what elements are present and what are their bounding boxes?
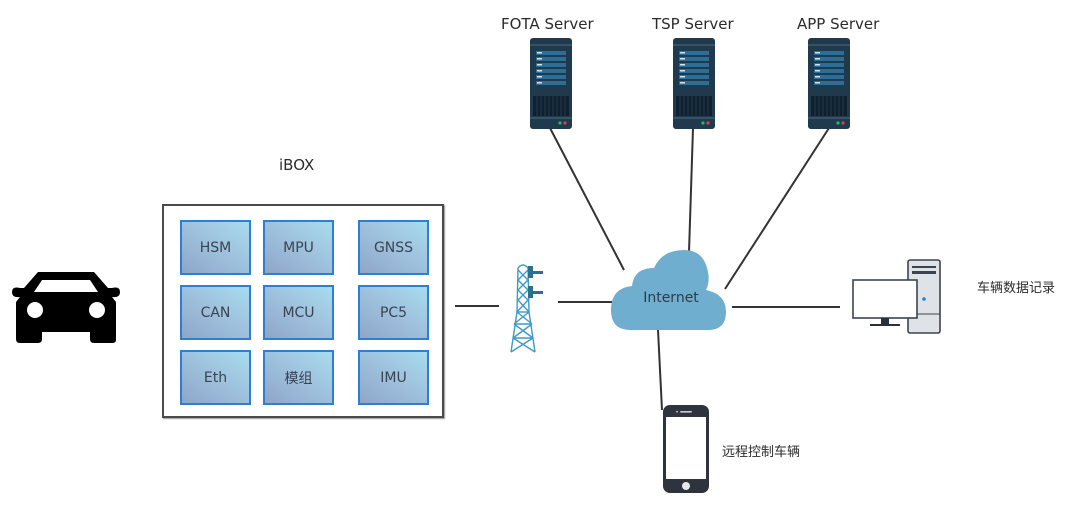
ibox-title: iBOX xyxy=(279,156,315,174)
cloud-icon xyxy=(610,250,726,330)
link-tsp-internet xyxy=(688,127,694,253)
module-cellular: 模组 xyxy=(263,350,334,405)
module-pc5: PC5 xyxy=(358,285,429,340)
server-icon xyxy=(808,38,850,129)
module-can: CAN xyxy=(180,285,251,340)
data-recorder-label: 车辆数据记录 xyxy=(977,281,1056,296)
link-fota-internet xyxy=(549,127,625,271)
module-hsm: HSM xyxy=(180,220,251,275)
server-label-tsp: TSP Server xyxy=(652,15,734,33)
remote-control-label: 远程控制车辆 xyxy=(722,445,801,460)
server-icon xyxy=(673,38,715,129)
internet-label: Internet xyxy=(643,290,699,306)
car-icon xyxy=(12,272,120,343)
module-eth: Eth xyxy=(180,350,251,405)
server-label-fota: FOTA Server xyxy=(501,15,594,33)
module-mpu: MPU xyxy=(263,220,334,275)
link-internet-phone xyxy=(657,329,663,411)
module-imu: IMU xyxy=(358,350,429,405)
desktop-computer-icon xyxy=(852,259,941,334)
module-mcu: MCU xyxy=(263,285,334,340)
cell-tower-icon xyxy=(510,264,543,353)
smartphone-icon xyxy=(663,405,709,493)
server-icon xyxy=(530,38,572,129)
server-label-app: APP Server xyxy=(797,15,880,33)
module-gnss: GNSS xyxy=(358,220,429,275)
link-app-internet xyxy=(724,127,830,290)
